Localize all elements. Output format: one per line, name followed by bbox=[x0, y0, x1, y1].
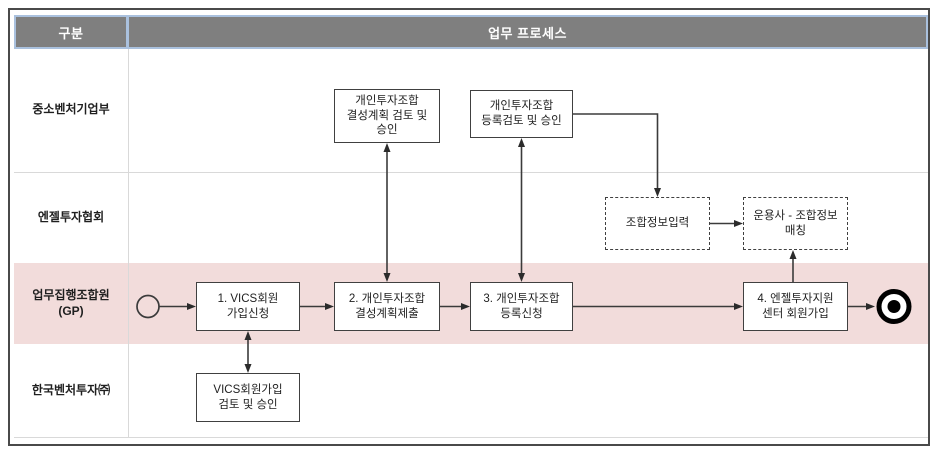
task-manager-fund-matching: 운용사 - 조합정보 매칭 bbox=[743, 197, 848, 250]
arrowhead-up bbox=[518, 138, 525, 147]
lane-label-angel-association: 엔젤투자협회 bbox=[37, 209, 105, 224]
arrowhead-up bbox=[244, 331, 252, 340]
arrowhead-right bbox=[734, 220, 743, 227]
arrowhead-right bbox=[866, 303, 875, 310]
header-category-cell: 구분 bbox=[14, 15, 128, 49]
task-registration-review: 개인투자조합 등록검토 및 승인 bbox=[470, 90, 573, 138]
arrowhead-up bbox=[383, 143, 391, 152]
arrowhead-up bbox=[789, 250, 797, 259]
task-vics-join-review: VICS회원가입 검토 및 승인 bbox=[196, 373, 300, 422]
arrowhead-down bbox=[383, 273, 391, 282]
task-step3-registration: 3. 개인투자조합 등록신청 bbox=[470, 282, 573, 331]
header-process-cell: 업무 프로세스 bbox=[127, 15, 928, 49]
column-divider bbox=[128, 49, 129, 437]
lane-label-kvic: 한국벤처투자㈜ bbox=[31, 382, 111, 397]
arrowhead-right bbox=[325, 303, 334, 310]
table-bottom-line bbox=[14, 437, 928, 438]
start-event-icon bbox=[136, 294, 160, 319]
task-plan-review: 개인투자조합 결성계획 검토 및 승인 bbox=[334, 89, 440, 143]
arrowhead-down bbox=[654, 188, 661, 197]
lane-label-gp: 업무집행조합원 (GP) bbox=[32, 287, 110, 318]
header-process-label: 업무 프로세스 bbox=[488, 25, 567, 41]
lane-divider-1 bbox=[14, 172, 928, 173]
arrowhead-right bbox=[187, 303, 196, 310]
arrowhead-down bbox=[518, 273, 525, 282]
lane-label-smes-ministry: 중소벤처기업부 bbox=[32, 102, 110, 117]
task-step4-angel-center-join: 4. 엔젤투자지원 센터 회원가입 bbox=[743, 282, 848, 331]
arrowhead-down bbox=[244, 364, 252, 373]
arrowhead-right bbox=[461, 303, 470, 310]
arrowhead-right bbox=[734, 303, 743, 310]
task-step2-plan-submit: 2. 개인투자조합 결성계획제출 bbox=[334, 282, 440, 331]
header-category-label: 구분 bbox=[58, 25, 84, 41]
flow-elbow bbox=[573, 113, 659, 190]
task-step1-vics-join: 1. VICS회원 가입신청 bbox=[196, 282, 300, 331]
end-event-dot bbox=[887, 300, 901, 313]
task-fund-info-input: 조합정보입력 bbox=[605, 197, 710, 250]
